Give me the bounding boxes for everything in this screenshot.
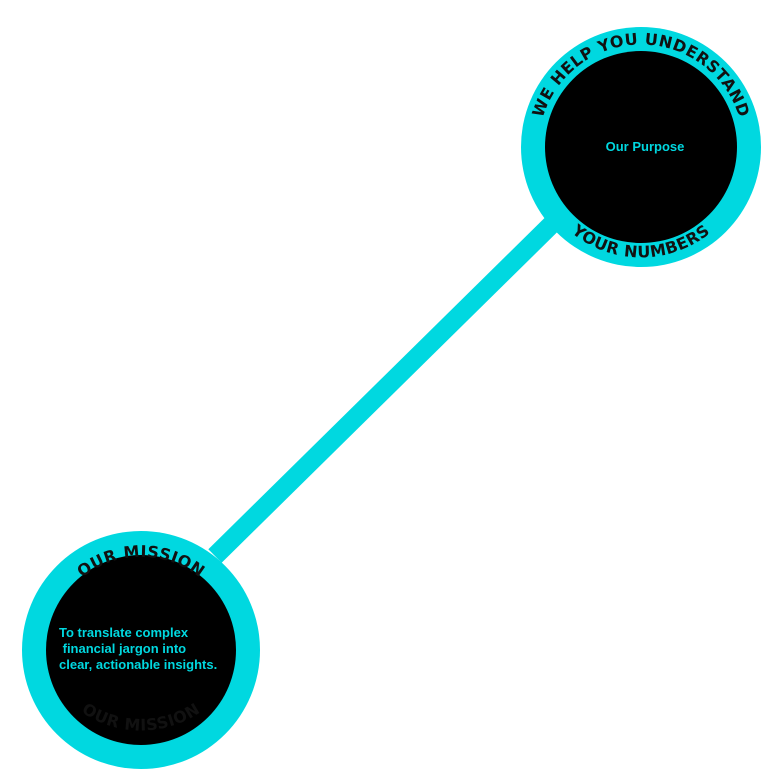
connector-line (208, 213, 563, 563)
mission-node: OUR MISSION OUR MISSION To translate com… (0, 0, 260, 769)
mission-center-line: financial jargon into (59, 641, 186, 656)
purpose-center-label: Our Purpose (606, 139, 685, 154)
mission-inner-circle (46, 555, 236, 745)
mission-center-line: clear, actionable insights. (59, 657, 217, 672)
mission-center-text: To translate complex financial jargon in… (0, 0, 235, 672)
purpose-inner-circle (545, 51, 737, 243)
mission-center-line: To translate complex (59, 625, 189, 640)
purpose-node: WE HELP YOU UNDERSTAND YOUR NUMBERS Our … (521, 27, 761, 267)
